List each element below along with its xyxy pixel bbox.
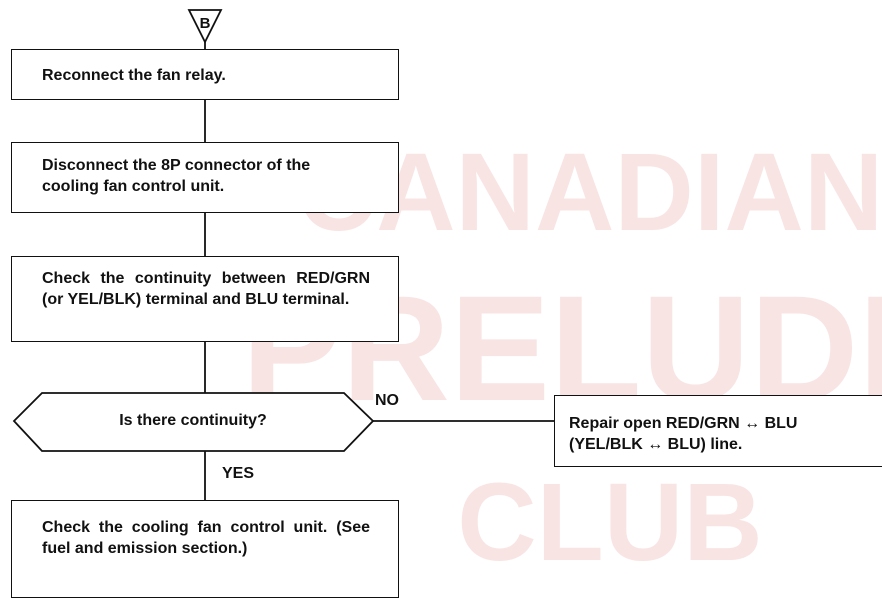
decision-question: Is there continuity? bbox=[119, 412, 267, 429]
step-disconnect-connector: Disconnect the 8P connector of the cooli… bbox=[11, 142, 399, 213]
step-repair-line: Repair open RED/GRN ↔ BLU (YEL/BLK ↔ BLU… bbox=[554, 395, 882, 467]
step-reconnect-text: Reconnect the fan relay. bbox=[42, 67, 226, 84]
step-check-control-unit-text: Check the cooling fan control unit. (See… bbox=[42, 519, 370, 557]
off-page-connector-shape bbox=[187, 9, 223, 45]
step-repair-text: Repair open RED/GRN ↔ BLU (YEL/BLK ↔ BLU… bbox=[569, 415, 798, 453]
watermark-line-3: CLUB bbox=[457, 461, 763, 584]
decision-diamond bbox=[12, 392, 375, 452]
step-reconnect-fan-relay: Reconnect the fan relay. bbox=[11, 49, 399, 100]
step-check-continuity-text: Check the continuity between RED/GRN (or… bbox=[42, 270, 370, 308]
step-check-control-unit: Check the cooling fan control unit. (See… bbox=[11, 500, 399, 598]
branch-no-label: NO bbox=[375, 392, 399, 409]
step-disconnect-text: Disconnect the 8P connector of the cooli… bbox=[42, 157, 311, 195]
step-check-continuity: Check the continuity between RED/GRN (or… bbox=[11, 256, 399, 342]
branch-yes-label: YES bbox=[222, 465, 255, 482]
off-page-connector-label: B bbox=[200, 15, 211, 32]
